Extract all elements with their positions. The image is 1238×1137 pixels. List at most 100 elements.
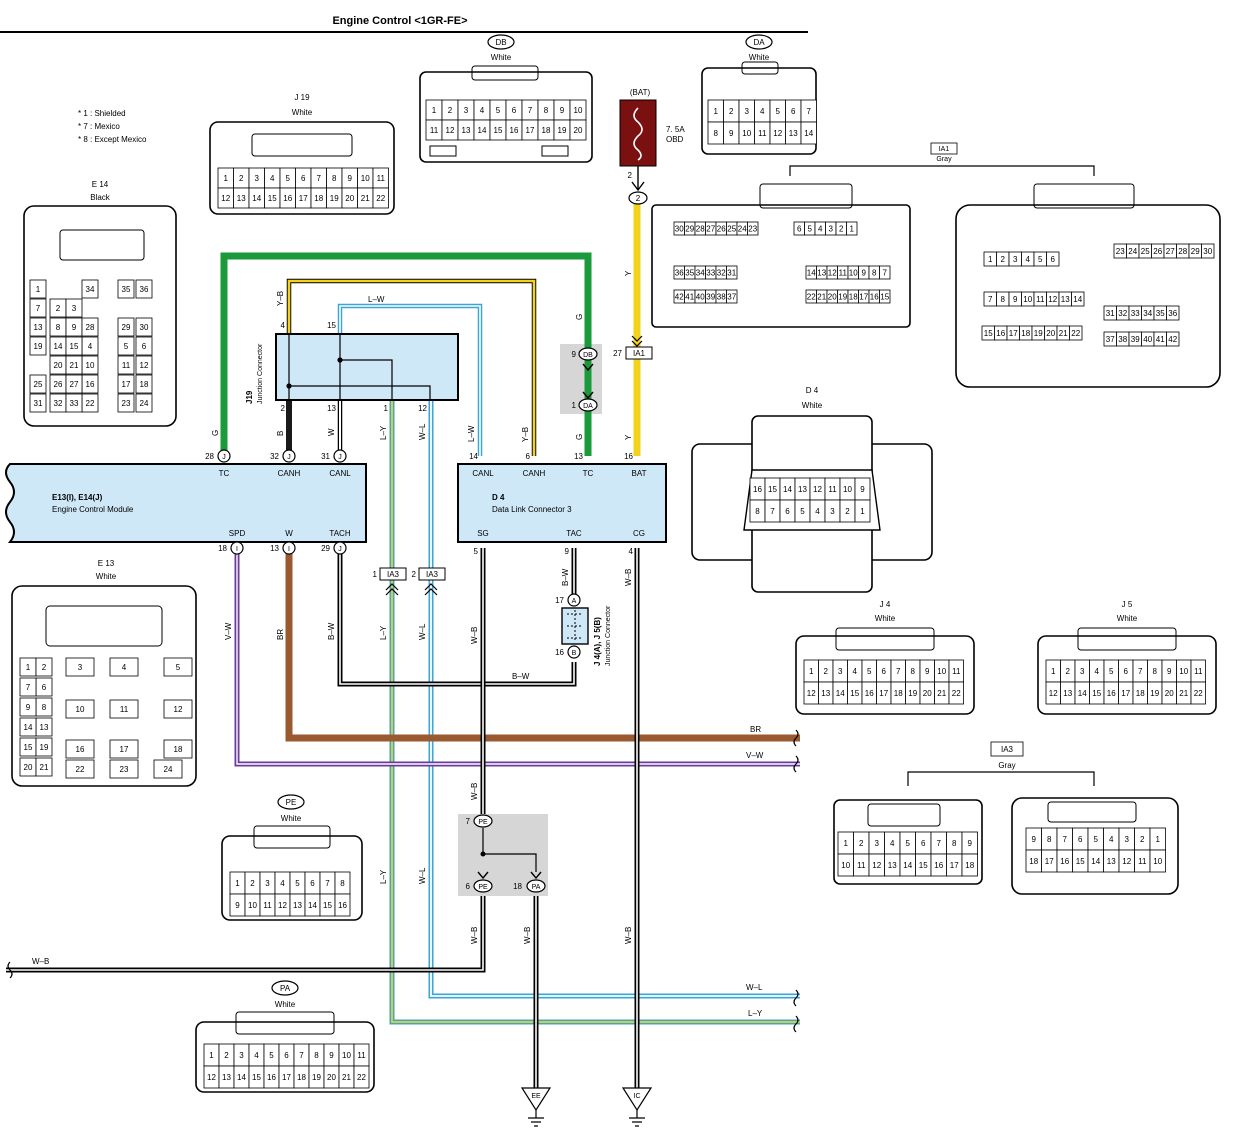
ia1-pin-cell: 5	[1038, 255, 1043, 264]
pe-pin-cell: 5	[295, 879, 300, 888]
ia1-pin-cell: 37	[727, 293, 736, 302]
ia1-pin-cell: 13	[1061, 295, 1070, 304]
db-pin-cell: 3	[464, 106, 469, 115]
ecm-pin-canl-num: 31	[321, 452, 330, 461]
obd-fuse: (BAT) 7. 5A OBD 2 2	[619, 88, 685, 205]
pa-pin-cell: 19	[312, 1073, 321, 1082]
ia3-pin-cell: 2	[1140, 835, 1145, 844]
ia1-pin-cell: 29	[1191, 247, 1200, 256]
j5-pin-cell: 22	[1194, 689, 1203, 698]
j19-pin-cell: 17	[299, 194, 308, 203]
e13-pin-cell: 22	[76, 765, 85, 774]
inline-db-pin: 9	[572, 350, 577, 359]
connector-pe-id: PE	[286, 798, 297, 807]
label-bw-bottom: B–W	[512, 672, 530, 681]
db-pin-cell: 9	[560, 106, 565, 115]
j4-pin-cell: 6	[882, 667, 887, 676]
j19-pin-cell: 13	[237, 194, 246, 203]
label-yb-top: Y–B	[276, 291, 285, 306]
j19-junction-sub: Junction Connector	[257, 343, 264, 404]
ia3-pin-cell: 14	[903, 861, 912, 870]
j5-pin-cell: 20	[1165, 689, 1174, 698]
pa-pin-cell: 5	[269, 1051, 274, 1060]
ia1-pin-cell: 30	[675, 225, 684, 234]
j4-pin-cell: 11	[952, 667, 961, 676]
inline-da-id: DA	[583, 403, 593, 410]
j45-pin-a: 17	[555, 596, 564, 605]
ia1-pin-cell: 3	[1013, 255, 1018, 264]
ecm-name-1: E13(I), E14(J)	[52, 493, 103, 502]
connector-j5-id: J 5	[1122, 600, 1133, 609]
e14-pin-cell: 8	[56, 323, 61, 332]
label-y-top: Y	[624, 270, 633, 276]
dlc-label-tac: TAC	[566, 529, 582, 538]
db-pin-cell: 15	[494, 126, 503, 135]
ia1-pin-cell: 28	[1178, 247, 1187, 256]
label-bw-tac: B–W	[561, 568, 570, 586]
j19-pin-1: 1	[384, 404, 389, 413]
j19-pin-2: 2	[281, 404, 286, 413]
connector-pe-color: White	[281, 814, 302, 823]
j19-pin-cell: 22	[376, 194, 385, 203]
pe-pin-cell: 10	[248, 901, 257, 910]
ia3-pin-cell: 8	[952, 839, 957, 848]
ia3-pin-cell: 2	[859, 839, 864, 848]
ia1-pin-cell: 15	[880, 293, 889, 302]
connector-db-id: DB	[495, 38, 506, 47]
e14-pin-cell: 7	[36, 304, 41, 313]
ia1-pin-cell: 38	[1118, 335, 1127, 344]
j19-pin-cell: 11	[377, 174, 386, 183]
j5-pin-cell: 5	[1109, 667, 1114, 676]
pa-pin-cell: 12	[207, 1073, 216, 1082]
d4-pin-cell: 15	[768, 485, 777, 494]
inline-ia3-id-left: IA3	[387, 570, 400, 579]
da-pin-cell: 13	[789, 129, 798, 138]
ia1-pin-cell: 20	[828, 293, 837, 302]
ia3-pin-cell: 11	[857, 861, 866, 870]
e14-pin-cell: 15	[70, 342, 79, 351]
j5-pin-cell: 4	[1095, 667, 1100, 676]
ia1-pin-cell: 35	[685, 269, 694, 278]
pe-pin-cell: 11	[263, 901, 272, 910]
da-pin-cell: 9	[729, 129, 734, 138]
fuse-conn: 2	[636, 194, 641, 203]
j19-pin-cell: 19	[330, 194, 339, 203]
e14-pin-cell: 18	[140, 380, 149, 389]
ecm-label-tach: TACH	[329, 529, 350, 538]
j4-pin-cell: 3	[838, 667, 843, 676]
connector-pa-id: PA	[280, 984, 291, 993]
ground-ic-label: IC	[634, 1093, 641, 1100]
j19-pin-cell: 1	[224, 174, 229, 183]
da-pin-cell: 6	[791, 107, 796, 116]
j4-pin-cell: 19	[908, 689, 917, 698]
ecm-pin-tach-conn: J	[338, 546, 342, 553]
j4-pin-cell: 2	[824, 667, 829, 676]
j45-junction-name: J 4(A), J 5(B)	[593, 617, 602, 666]
e13-pin-cell: 13	[40, 723, 49, 732]
d4-pin-cell: 14	[783, 485, 792, 494]
ia1-pin-cell: 16	[870, 293, 879, 302]
connector-ia3-color: Gray	[998, 761, 1015, 770]
ia1-pin-cell: 8	[872, 269, 877, 278]
j4-pin-cell: 12	[807, 689, 816, 698]
dlc-label-canl: CANL	[472, 469, 494, 478]
ia1-pin-cell: 11	[1036, 295, 1045, 304]
label-wb-pe: W–B	[470, 783, 479, 800]
ia1-pin-cell: 33	[706, 269, 715, 278]
j5-pin-cell: 21	[1179, 689, 1188, 698]
e13-pin-cell: 10	[76, 705, 85, 714]
dlc-pin-6: 6	[526, 452, 531, 461]
ia1-pin-cell: 17	[859, 293, 868, 302]
ia1-pin-cell: 41	[685, 293, 694, 302]
wire-wl	[430, 400, 800, 997]
note-except-mexico: * 8 : Except Mexico	[78, 135, 147, 144]
ia1-pin-cell: 10	[1023, 295, 1032, 304]
j4-pin-cell: 20	[923, 689, 932, 698]
label-b: B	[276, 431, 285, 436]
ia3-pin-cell: 16	[1060, 857, 1069, 866]
ia3-pin-cell: 7	[1063, 835, 1068, 844]
j5-pin-cell: 14	[1078, 689, 1087, 698]
inline-ia1-pin: 27	[613, 349, 622, 358]
